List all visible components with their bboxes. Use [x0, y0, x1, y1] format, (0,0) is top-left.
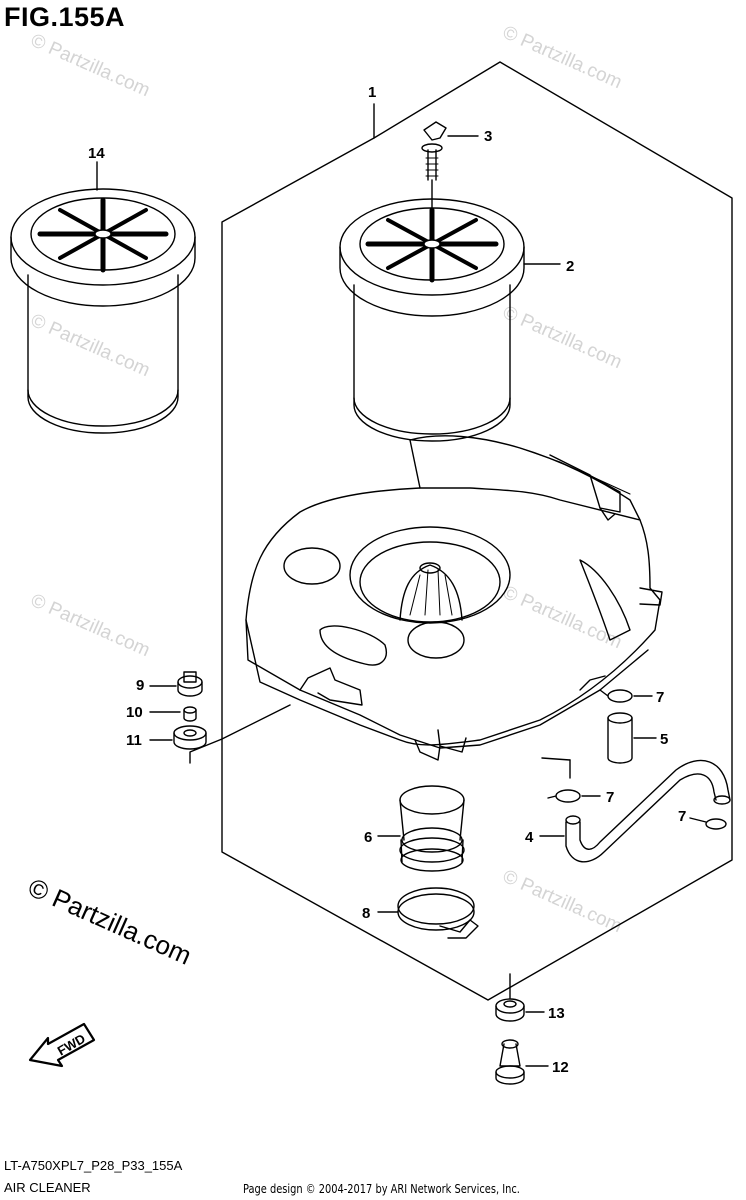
drain-grommet — [495, 973, 545, 1022]
inlet-tube — [377, 785, 465, 872]
drain-plug — [495, 1039, 549, 1085]
callout-number: 5 — [660, 731, 668, 748]
grommet — [149, 725, 207, 750]
figure-caption: AIR CLEANER — [4, 1180, 91, 1195]
callout-number: 8 — [362, 905, 370, 922]
hose-clip — [547, 789, 601, 803]
wing-bolt — [421, 121, 479, 237]
callout-number: 11 — [126, 732, 142, 749]
callout-number: 7 — [678, 808, 686, 825]
callout-number: 9 — [136, 677, 144, 694]
bolt — [149, 671, 203, 697]
callout-number: 6 — [364, 829, 372, 846]
callout-number: 3 — [484, 128, 492, 145]
filter-element — [339, 198, 561, 442]
callout-number: 14 — [88, 145, 105, 162]
leader-line — [221, 704, 291, 740]
figure-code: LT-A750XPL7_P28_P33_155A — [4, 1158, 183, 1173]
callout-number: 1 — [368, 84, 376, 101]
callout-number: 4 — [525, 829, 534, 846]
callout-number: 13 — [548, 1005, 565, 1022]
collar — [149, 706, 197, 722]
callout-number: 7 — [606, 789, 614, 806]
callout-number: 2 — [566, 258, 574, 275]
leader-line — [541, 757, 571, 761]
short-hose — [607, 712, 657, 764]
hose-clip — [689, 817, 727, 830]
fwd-arrow: FWD — [28, 1022, 96, 1068]
figure-title: FIG.155A — [4, 2, 126, 32]
callout-number: 7 — [656, 689, 664, 706]
copyright-notice: Page design © 2004-2017 by ARI Network S… — [243, 1182, 520, 1196]
assembly-outline — [189, 61, 733, 1001]
callout-number: 12 — [552, 1059, 569, 1076]
callout-number: 10 — [126, 704, 143, 721]
air-cleaner-case — [245, 435, 663, 761]
breather-hose — [539, 759, 731, 863]
hose-clamp — [377, 887, 479, 939]
filter-element-spare — [10, 161, 196, 434]
hose-clip — [599, 689, 653, 703]
